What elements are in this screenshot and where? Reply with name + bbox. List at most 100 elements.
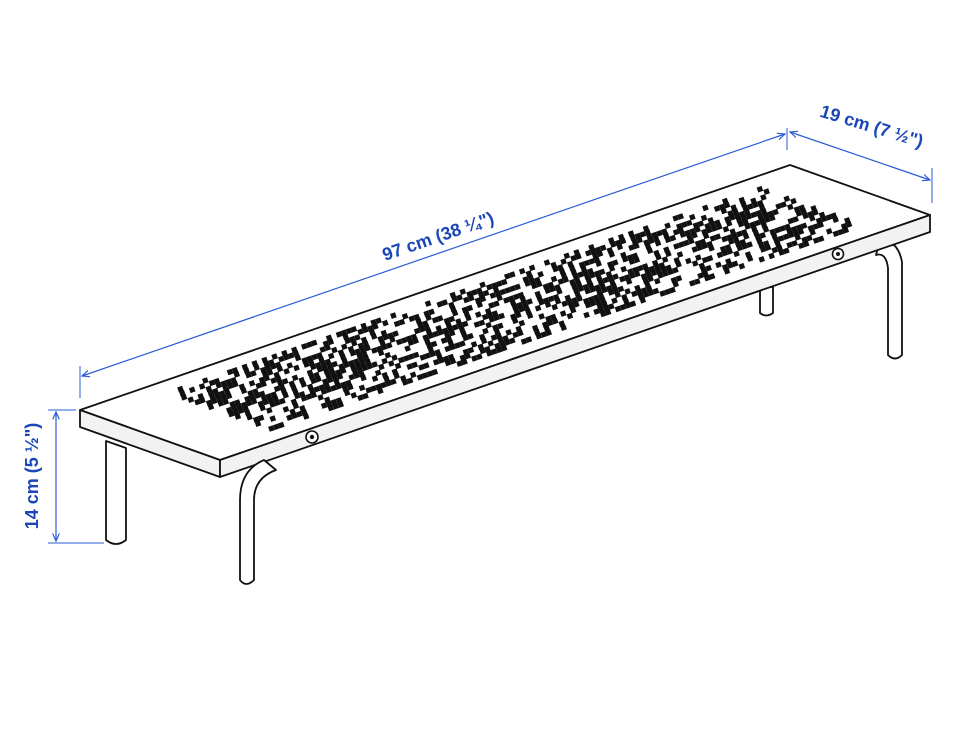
bolt-back <box>831 247 845 261</box>
length-label: 97 cm (38 ¼") <box>380 208 497 265</box>
perforation-hole <box>258 376 266 384</box>
perforation-hole <box>350 391 358 399</box>
perforation-hole <box>330 384 338 392</box>
depth-label: 19 cm (7 ½") <box>818 101 926 151</box>
perforation-hole <box>797 242 805 250</box>
perforation-hole <box>806 234 813 242</box>
perforation-hole <box>268 425 275 432</box>
front-left-leg <box>105 440 127 545</box>
back-right-leg <box>875 239 903 360</box>
perforation-hole <box>205 399 213 407</box>
perforation-hole <box>265 407 273 414</box>
perforation-hole <box>279 397 286 405</box>
perforation-hole <box>323 396 331 404</box>
perforation-hole <box>198 383 206 390</box>
perforation-hole <box>807 210 814 218</box>
perforation-hole <box>320 402 328 409</box>
perforation-hole <box>265 392 273 400</box>
perforation-hole <box>795 224 803 231</box>
perforation-hole <box>825 213 833 221</box>
perforation-hole <box>290 398 298 406</box>
perforation-hole <box>286 414 293 421</box>
perforation-hole <box>273 423 280 431</box>
perforation-hole <box>317 394 324 401</box>
perforation-hole <box>247 389 254 397</box>
perforation-hole <box>807 224 815 232</box>
perforation-hole <box>252 416 260 423</box>
perforation-hole <box>406 377 414 385</box>
perforation-hole <box>225 378 232 386</box>
perforation-hole <box>289 408 296 416</box>
perforation-hole <box>238 383 246 391</box>
perforation-hole <box>818 211 826 219</box>
perforation-hole <box>188 386 196 394</box>
height-label: 14 cm (5 ½") <box>22 423 42 530</box>
perforation-hole <box>273 385 281 393</box>
perforation-hole <box>380 381 387 389</box>
perforation-hole <box>281 377 289 385</box>
perforation-hole <box>801 236 808 244</box>
perforation-hole <box>306 383 314 391</box>
front-legs <box>105 440 277 585</box>
perforation-hole <box>313 385 321 393</box>
perforation-hole <box>201 377 209 384</box>
perforation-hole <box>299 404 306 412</box>
perforation-hole <box>812 223 820 230</box>
perforation-hole <box>358 384 366 392</box>
perforation-hole <box>255 382 263 390</box>
perforation-hole <box>840 222 848 230</box>
perforation-hole <box>197 392 205 400</box>
perforation-hole <box>792 215 799 223</box>
perforation-hole <box>225 406 233 414</box>
perforation-hole <box>335 397 343 404</box>
perforation-hole <box>357 394 364 402</box>
perforation-hole <box>244 395 251 403</box>
perforation-hole <box>330 398 338 406</box>
perforation-hole <box>248 379 256 387</box>
perforation-hole <box>298 390 306 398</box>
perforation-hole <box>362 392 369 400</box>
perforation-hole <box>257 414 265 422</box>
perforation-hole <box>345 379 352 387</box>
perforation-hole <box>269 415 277 422</box>
perforation-hole <box>257 400 265 408</box>
perforation-hole <box>270 391 278 398</box>
perforation-hole <box>321 378 329 385</box>
bolt-front <box>305 430 319 444</box>
perforation-hole <box>229 400 236 408</box>
perforation-hole <box>340 381 347 389</box>
perforation-hole <box>212 387 219 395</box>
perforation-hole <box>305 393 313 401</box>
perforation-hole <box>208 379 216 387</box>
perforation-hole <box>837 228 845 236</box>
perforation-hole <box>288 380 296 388</box>
perforation-hole <box>390 378 397 386</box>
perforation-hole <box>830 212 838 219</box>
perforation-hole <box>825 227 833 235</box>
perforation-hole <box>282 405 290 413</box>
perforation-hole <box>270 377 277 384</box>
perforation-hole <box>220 380 228 387</box>
perforation-hole <box>810 205 818 212</box>
perforation-hole <box>790 197 797 205</box>
perforation-hole <box>370 385 377 392</box>
front-right-leg <box>239 459 277 585</box>
perforation-hole <box>786 241 793 249</box>
perforation-hole <box>187 396 195 404</box>
perforation-hole <box>812 237 820 244</box>
perforation-hole <box>252 388 259 395</box>
perforation-hole <box>786 203 794 211</box>
perforation-hole <box>230 376 237 384</box>
perforation-hole <box>318 384 326 391</box>
perforation-hole <box>832 230 840 238</box>
height-dimension: 14 cm (5 ½") <box>22 409 104 544</box>
perforation-hole <box>843 217 851 224</box>
perforation-hole <box>375 383 382 391</box>
perforation-hole <box>205 385 213 393</box>
perforation-hole <box>817 235 825 243</box>
perforation-hole <box>791 239 798 247</box>
perforation-hole <box>277 421 285 429</box>
perforation-hole <box>213 377 221 385</box>
